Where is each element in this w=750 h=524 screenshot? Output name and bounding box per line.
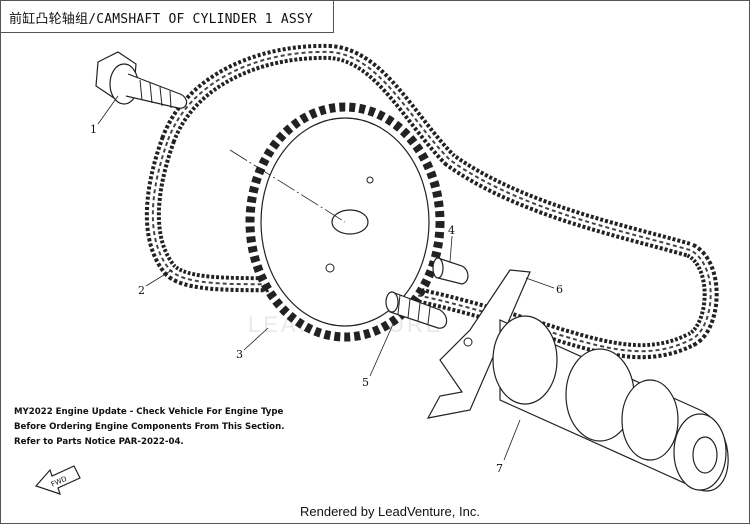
notice-line-1: MY2022 Engine Update - Check Vehicle For… — [14, 407, 284, 417]
stud-bolt — [385, 291, 448, 329]
callout-7: 7 — [496, 462, 503, 475]
notice-line-3: Refer to Parts Notice PAR-2022-04. — [14, 437, 184, 447]
forward-arrow: FWD — [34, 465, 81, 495]
callout-4: 4 — [448, 224, 455, 237]
callout-6: 6 — [556, 283, 563, 296]
flange-bolt — [95, 51, 188, 109]
notice-line-2: Before Ordering Engine Components From T… — [14, 422, 285, 432]
leader-lines — [97, 95, 555, 461]
engine-update-notice: MY2022 Engine Update - Check Vehicle For… — [14, 405, 284, 450]
dowel-pin — [432, 257, 469, 285]
footer-credit: Rendered by LeadVenture, Inc. — [300, 504, 480, 519]
cam-sprocket — [245, 102, 445, 342]
callout-5: 5 — [362, 376, 369, 389]
callout-2: 2 — [138, 284, 145, 297]
title-box: 前缸凸轮轴组/CAMSHAFT OF CYLINDER 1 ASSY — [1, 1, 334, 33]
callout-3: 3 — [236, 348, 243, 361]
callout-labels: 1 2 3 4 5 6 7 — [90, 123, 563, 475]
timing-chain — [144, 43, 719, 360]
camshaft — [492, 315, 729, 492]
thrust-plate — [426, 269, 531, 419]
callout-1: 1 — [90, 123, 97, 136]
diagram-title: 前缸凸轮轴组/CAMSHAFT OF CYLINDER 1 ASSY — [9, 12, 313, 27]
